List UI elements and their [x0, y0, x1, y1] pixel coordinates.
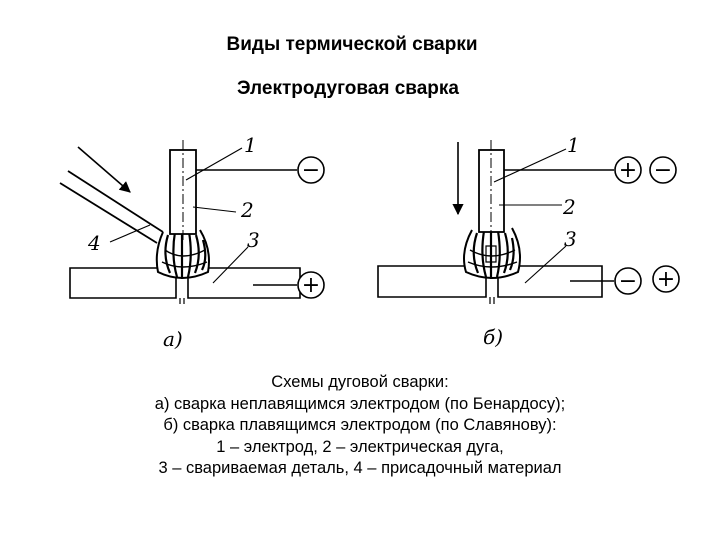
- electrode-b: [478, 140, 505, 240]
- workpiece-b: [377, 265, 603, 304]
- electrode-a: [169, 140, 197, 240]
- figure-a: [59, 140, 325, 304]
- polarity-electrode-b-1: +: [619, 158, 637, 183]
- callout-2-a: 2: [240, 198, 254, 222]
- arc-a: [155, 229, 210, 280]
- page-subtitle: Электродуговая сварка: [237, 78, 459, 99]
- arc-welding-schemes: 1 2 3 4 − + а): [59, 133, 680, 351]
- callout-3-b: 3: [564, 227, 577, 251]
- callout-1-a: 1: [244, 133, 257, 157]
- polarity-electrode-b-2: −: [654, 158, 672, 183]
- caption-line: б) сварка плавящимся электродом (по Слав…: [163, 416, 557, 434]
- filler-rod-a: [59, 146, 164, 244]
- arc-b: [463, 227, 521, 279]
- figure-b: [377, 140, 680, 304]
- polarity-workpiece-b-2: +: [657, 267, 675, 292]
- caption-line: 3 – свариваемая деталь, 4 – присадочный …: [158, 459, 562, 477]
- callout-2-b: 2: [562, 195, 576, 219]
- callout-3-a: 3: [247, 228, 260, 252]
- panel-label-a: а): [163, 327, 183, 351]
- polarity-workpiece-a: +: [302, 273, 320, 298]
- callout-4-a: 4: [87, 231, 101, 255]
- workpiece-a: [69, 267, 301, 304]
- polarity-workpiece-b-1: −: [619, 269, 637, 294]
- polarity-electrode-a: −: [302, 158, 320, 183]
- caption-line: 1 – электрод, 2 – электрическая дуга,: [216, 437, 504, 456]
- caption-line: Схемы дуговой сварки:: [271, 373, 449, 391]
- callout-1-b: 1: [567, 133, 580, 157]
- caption-line: а) сварка неплавящимся электродом (по Бе…: [154, 394, 566, 413]
- panel-label-b: б): [483, 325, 503, 349]
- page-title: Виды термической сварки: [226, 34, 478, 55]
- figure-caption: Схемы дуговой сварки: а) сварка неплавящ…: [0, 372, 720, 480]
